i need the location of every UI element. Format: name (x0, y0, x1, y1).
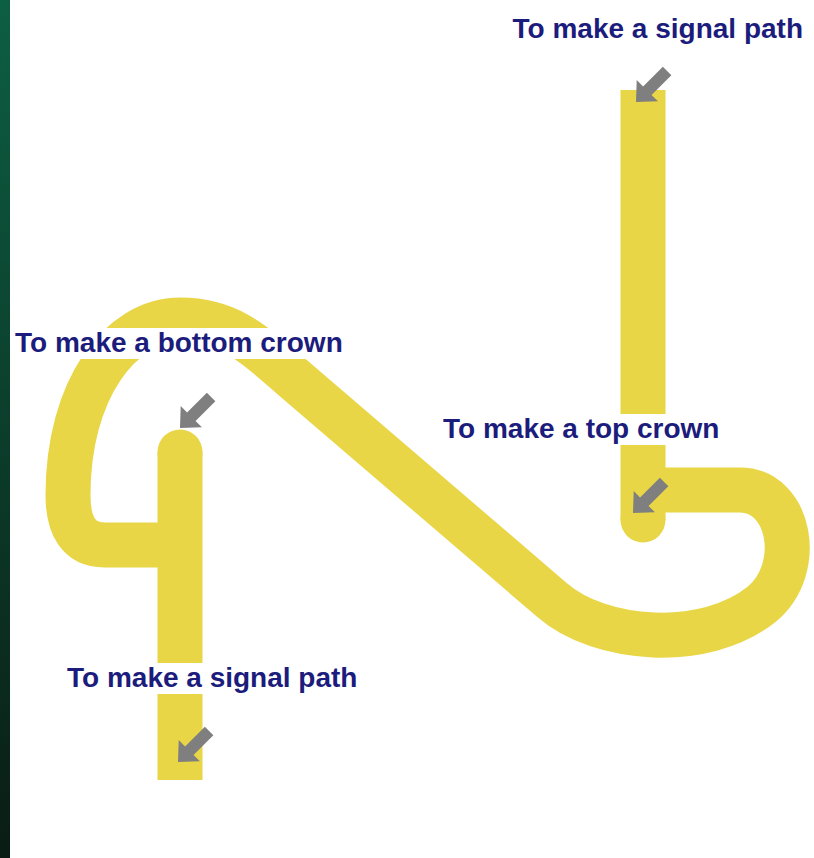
callout-label: To make a signal path (510, 14, 806, 45)
pointer-arrow (169, 386, 221, 438)
callout-label: To make a bottom crown (12, 328, 346, 359)
bottom-crown-end (158, 430, 203, 475)
pointer-arrow (625, 60, 677, 112)
left-stem (158, 452, 203, 780)
pointer-arrow (622, 471, 674, 523)
border-strip (0, 0, 10, 858)
serpentine-loop (68, 320, 787, 635)
callout-label: To make a top crown (440, 414, 722, 445)
pointer-arrow (167, 720, 219, 772)
right-stem (621, 90, 666, 520)
callout-label: To make a signal path (64, 663, 360, 694)
